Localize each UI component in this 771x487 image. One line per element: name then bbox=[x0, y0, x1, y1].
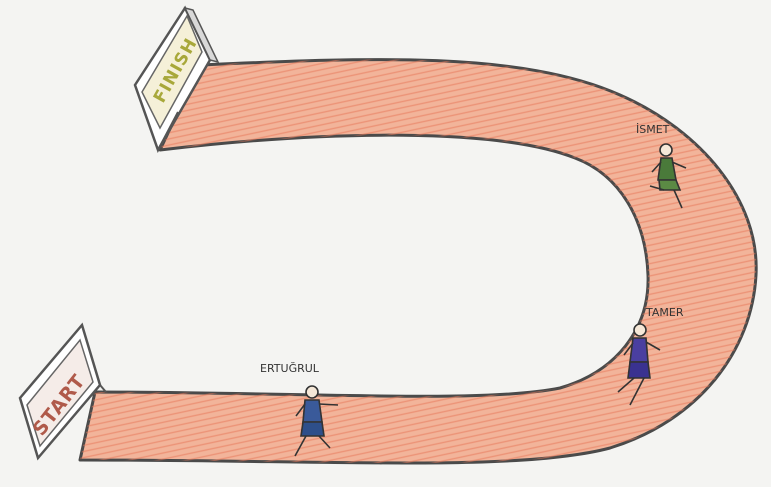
runner-name-tamer: TAMER bbox=[645, 306, 684, 319]
runner-name-ismet: İSMET bbox=[636, 123, 670, 136]
runner-name-ertugrul: ERTUĞRUL bbox=[260, 362, 320, 375]
